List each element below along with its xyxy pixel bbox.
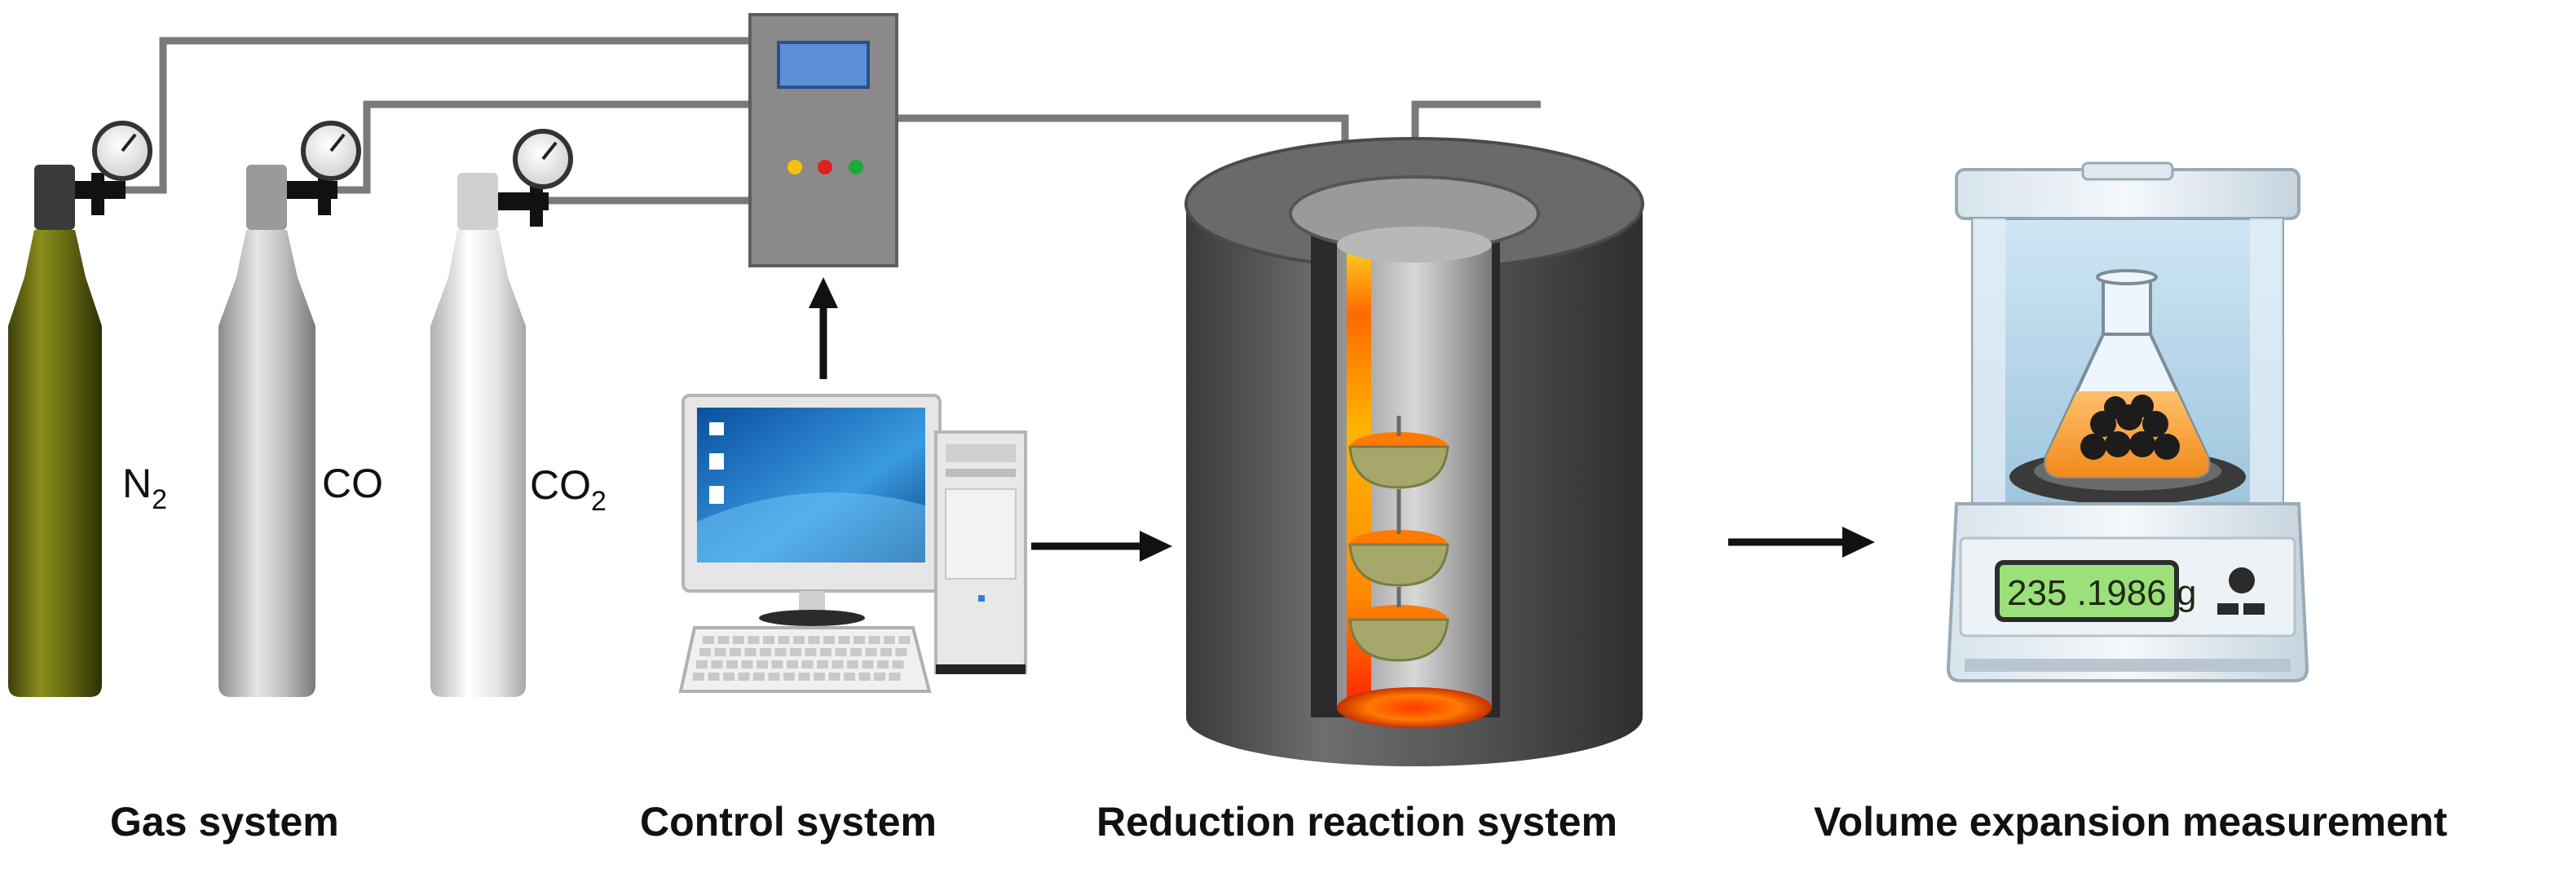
co-valve <box>287 173 337 215</box>
keyboard-key <box>817 660 828 668</box>
keyboard-key <box>726 660 738 668</box>
keyboard-key <box>703 636 714 644</box>
caption-control-system: Control system <box>640 799 937 845</box>
keyboard-key <box>787 660 798 668</box>
keyboard-key <box>778 636 790 644</box>
keyboard-key <box>895 648 907 656</box>
keyboard-key <box>768 673 780 681</box>
keyboard-key <box>844 673 855 681</box>
caption-reduction-reaction-system: Reduction reaction system <box>1096 799 1617 845</box>
keyboard-key <box>699 648 711 656</box>
pellets <box>2080 395 2180 460</box>
arrow-computer-to-control-box <box>809 277 838 379</box>
keyboard-key <box>717 636 730 644</box>
indicator-lights <box>787 160 863 174</box>
keyboard-key <box>711 660 723 668</box>
sample-basket-middle <box>1348 489 1449 587</box>
keyboard-key <box>850 648 862 656</box>
n2-pressure-gauge <box>92 121 152 181</box>
keyboard-key <box>828 673 840 681</box>
n2-cylinder <box>8 165 102 697</box>
keyboard-key <box>831 660 844 668</box>
caption-gas-system: Gas system <box>110 799 339 845</box>
keyboard-key <box>763 636 774 644</box>
keyboard-key <box>774 648 787 656</box>
keyboard-key <box>805 648 817 656</box>
keyboard-key <box>847 660 858 668</box>
co-cylinder <box>218 165 315 697</box>
keyboard-key <box>790 648 801 656</box>
keyboard-key <box>723 673 734 681</box>
co2-cylinder <box>430 173 526 697</box>
keyboard-key <box>808 636 820 644</box>
keyboard-key <box>741 660 753 668</box>
keyboard-key <box>874 673 885 681</box>
keyboard <box>678 626 932 693</box>
keyboard-key <box>748 636 760 644</box>
erlenmeyer-flask <box>2044 269 2211 479</box>
arrow-furnace-to-balance <box>1728 527 1875 558</box>
keyboard-key <box>783 673 795 681</box>
red-indicator-light <box>818 160 832 174</box>
balance-knob <box>2229 567 2255 593</box>
keyboard-key <box>884 636 895 644</box>
keyboard-key <box>814 673 825 681</box>
sample-basket-bottom <box>1348 587 1449 662</box>
keyboard-key <box>862 660 874 668</box>
scale-display <box>1995 560 2179 622</box>
keyboard-key <box>820 648 831 656</box>
keyboard-key <box>880 648 892 656</box>
keyboard-key <box>714 648 726 656</box>
keyboard-key <box>868 636 880 644</box>
co-pressure-gauge <box>301 121 361 181</box>
keyboard-key <box>877 660 889 668</box>
keyboard-key <box>771 660 783 668</box>
control-box-display <box>777 41 870 89</box>
keyboard-key <box>693 673 704 681</box>
keyboard-key <box>760 648 771 656</box>
hot-zone-glow <box>1337 687 1492 728</box>
analytical-balance: 235 .1986 g <box>1946 161 2309 682</box>
keyboard-key <box>854 636 865 644</box>
keyboard-key <box>838 636 850 644</box>
co-label: CO <box>322 461 383 506</box>
keyboard-key <box>865 648 877 656</box>
keyboard-key <box>898 636 911 644</box>
arrow-computer-to-furnace <box>1031 531 1172 562</box>
co2-label: CO2 <box>530 462 607 517</box>
keyboard-key <box>823 636 835 644</box>
co2-pressure-gauge <box>513 129 573 189</box>
n2-valve <box>75 173 126 215</box>
keyboard-key <box>756 660 768 668</box>
keyboard-key <box>730 648 741 656</box>
keyboard-key <box>733 636 744 644</box>
n2-label: N2 <box>122 461 167 515</box>
keyboard-key <box>892 660 904 668</box>
reduction-furnace <box>1184 137 1644 766</box>
keyboard-key <box>801 660 814 668</box>
scale-reading: 235 .1986 g <box>2007 573 2196 613</box>
green-indicator-light <box>849 160 863 174</box>
caption-volume-expansion-measurement: Volume expansion measurement <box>1814 799 2447 845</box>
keyboard-key <box>835 648 847 656</box>
yellow-indicator-light <box>787 160 802 174</box>
co2-valve <box>498 184 549 227</box>
keyboard-key <box>744 648 756 656</box>
sample-basket-top <box>1348 416 1449 489</box>
keyboard-key <box>708 673 720 681</box>
keyboard-key <box>858 673 871 681</box>
keyboard-key <box>889 673 901 681</box>
control-box <box>748 13 898 267</box>
keyboard-key <box>696 660 708 668</box>
keyboard-key <box>753 673 765 681</box>
keyboard-key <box>798 673 810 681</box>
keyboard-key <box>738 673 750 681</box>
keyboard-key <box>793 636 805 644</box>
computer <box>678 394 1027 693</box>
